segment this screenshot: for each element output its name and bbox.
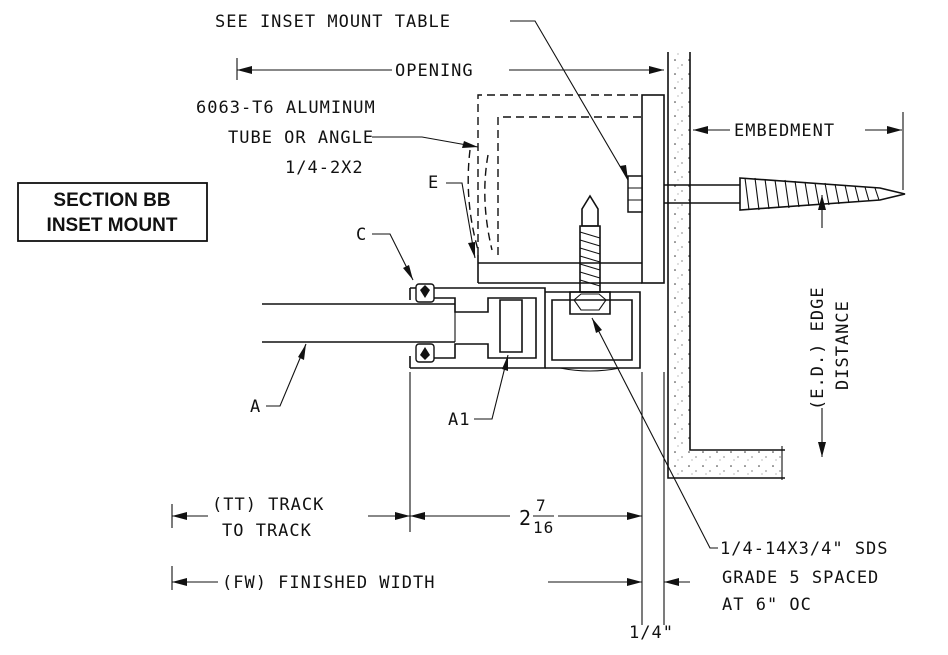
track-to-track-line1: (TT) TRACK xyxy=(212,495,324,515)
label-a1: A1 xyxy=(448,410,470,430)
finished-width-dimension: (FW) FINISHED WIDTH xyxy=(171,566,642,593)
label-e: E xyxy=(428,173,439,193)
dimension-denominator: 16 xyxy=(533,518,554,537)
label-c-callout: C xyxy=(356,225,414,281)
embedment-label: EMBEDMENT xyxy=(734,121,835,141)
label-a1-callout: A1 xyxy=(448,354,509,430)
edge-distance-line2: DISTANCE xyxy=(833,300,853,390)
edge-distance-line1: (E.D.) EDGE xyxy=(808,286,828,410)
track-assembly xyxy=(409,287,641,372)
label-a-callout: A xyxy=(250,343,307,417)
tube-callout: 6063-T6 ALUMINUM TUBE OR ANGLE 1/4-2X2 xyxy=(196,98,479,178)
tube-label-line3: 1/4-2X2 xyxy=(285,158,364,178)
tube-label-line1: 6063-T6 ALUMINUM xyxy=(196,98,376,118)
label-e-callout: E xyxy=(428,173,476,259)
self-drilling-screw xyxy=(569,194,611,315)
gaskets xyxy=(415,283,435,363)
screw-spec-line3: AT 6" OC xyxy=(722,595,812,615)
finished-width-label: (FW) FINISHED WIDTH xyxy=(222,573,435,593)
embedment-dimension: EMBEDMENT xyxy=(693,112,904,190)
gap-dimension: 1/4" xyxy=(620,578,690,643)
section-title-box: SECTION BB INSET MOUNT xyxy=(17,182,208,242)
edge-distance-dimension: (E.D.) EDGE DISTANCE xyxy=(808,195,853,457)
concrete-wall xyxy=(667,52,785,480)
tube-outline xyxy=(467,94,642,255)
dimension-whole: 2 xyxy=(519,506,532,530)
witness-lines xyxy=(409,372,665,625)
section-title-line2: INSET MOUNT xyxy=(47,215,178,236)
fraction-dimension: 2 7 16 xyxy=(410,496,642,537)
label-c: C xyxy=(356,225,367,245)
screw-callout: 1/4-14X3/4" SDS GRADE 5 SPACED AT 6" OC xyxy=(591,317,889,615)
label-a: A xyxy=(250,397,261,417)
opening-dimension: OPENING xyxy=(236,58,664,81)
see-table-callout: SEE INSET MOUNT TABLE xyxy=(215,12,629,181)
dimension-numerator: 7 xyxy=(536,496,547,515)
anchor-bolt xyxy=(627,175,906,213)
tube-label-line2: TUBE OR ANGLE xyxy=(228,128,374,148)
track-to-track-line2: TO TRACK xyxy=(222,521,312,541)
vinyl-panel xyxy=(262,303,456,343)
screw-spec-line1: 1/4-14X3/4" SDS xyxy=(720,539,889,559)
section-title-line1: SECTION BB xyxy=(53,190,170,211)
gap-label: 1/4" xyxy=(629,623,674,643)
angle-bracket xyxy=(477,94,665,284)
track-to-track-dimension: (TT) TRACK TO TRACK xyxy=(171,495,410,541)
screw-spec-line2: GRADE 5 SPACED xyxy=(722,568,879,588)
opening-label: OPENING xyxy=(395,61,474,81)
see-table-label: SEE INSET MOUNT TABLE xyxy=(215,12,451,32)
